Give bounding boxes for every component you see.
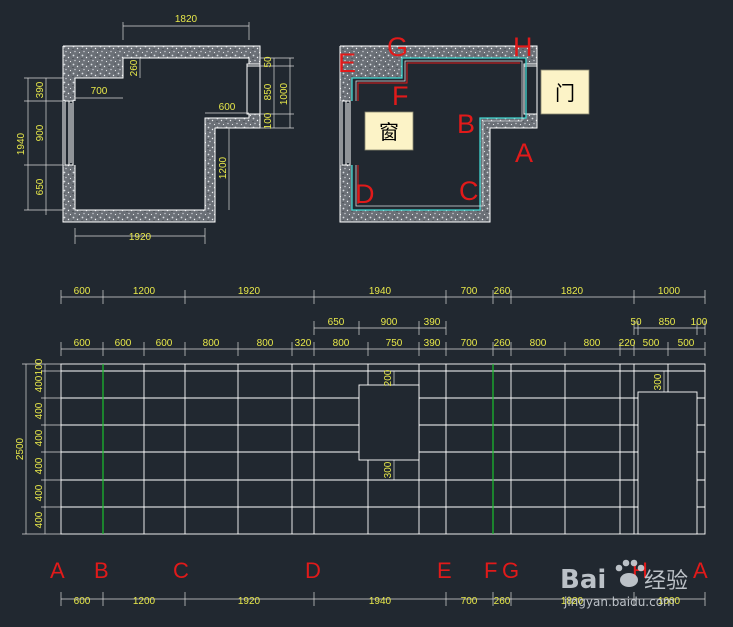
elev-row3-7: 750 [386, 338, 403, 349]
elev-row1-1: 1200 [133, 286, 156, 297]
elev-row2-2: 390 [424, 317, 441, 328]
point-label-b: B [457, 109, 475, 139]
elev-letter-d: D [305, 558, 321, 583]
watermark-brand-prefix: Bai [560, 565, 606, 595]
dim-inner-260: 260 [129, 59, 140, 76]
door-dim-top: 300 [653, 373, 664, 390]
elev-row2-1: 900 [381, 317, 398, 328]
dim-right-1000: 1000 [279, 82, 290, 105]
window-opening [358, 384, 420, 461]
paw-icon [615, 559, 645, 587]
dim-left-upper: 390 [35, 81, 46, 98]
point-label-d: D [355, 179, 375, 209]
elev-bottom-1: 1200 [133, 596, 156, 607]
dim-top-width: 1820 [175, 14, 198, 25]
dim-right-50: 50 [263, 56, 274, 68]
elev-left-4: 400 [34, 457, 45, 474]
elev-row3-13: 220 [619, 338, 636, 349]
elev-row3-11: 800 [530, 338, 547, 349]
watermark: Bai 经验 jingyan.baidu.com [560, 559, 688, 609]
elev-row3-3: 800 [203, 338, 220, 349]
watermark-url: jingyan.baidu.com [563, 595, 675, 609]
dim-inner-600: 600 [219, 102, 236, 113]
elev-row3-6: 800 [333, 338, 350, 349]
elev-row2-5: 100 [691, 317, 708, 328]
dim-left-mid: 900 [35, 124, 46, 141]
elev-letter-e: E [437, 558, 452, 583]
window-dim-top: 200 [383, 369, 394, 386]
elev-left-6: 400 [34, 511, 45, 528]
point-label-h: H [513, 32, 533, 62]
window-tag-box [364, 111, 414, 151]
door-tag: 门 [555, 81, 575, 105]
elev-row3-10: 260 [494, 338, 511, 349]
elev-row1-0: 600 [74, 286, 91, 297]
elev-row3-9: 700 [461, 338, 478, 349]
dim-bottom-width: 1920 [129, 232, 152, 243]
point-label-g: G [387, 32, 408, 62]
elev-row3-1: 600 [115, 338, 132, 349]
elev-bottom-6: 1820 [561, 596, 584, 607]
elev-row3-4: 800 [257, 338, 274, 349]
elev-letter-g: G [502, 558, 519, 583]
elev-bottom-0: 600 [74, 596, 91, 607]
elev-row1-5: 260 [494, 286, 511, 297]
elev-left-5: 400 [34, 484, 45, 501]
floor-plan-labeled: E G H F B A D C 窗 门 [338, 32, 590, 223]
elev-row1-7: 1000 [658, 286, 681, 297]
plan2-walls [340, 46, 537, 222]
elev-row3-0: 600 [74, 338, 91, 349]
elev-left-total: 2500 [15, 437, 26, 460]
floor-plan-dimensioned: 1820 390 1940 900 650 700 260 600 50 850… [16, 14, 294, 244]
elev-row1-4: 700 [461, 286, 478, 297]
elevation-dim-lines [22, 290, 706, 606]
elev-letter-f: F [484, 558, 497, 583]
elev-letter-c: C [173, 558, 189, 583]
elev-row2-0: 650 [328, 317, 345, 328]
elev-row3-8: 390 [424, 338, 441, 349]
elev-row2-3: 50 [630, 317, 642, 328]
elev-bottom-7: 1000 [658, 596, 681, 607]
point-label-e: E [338, 48, 356, 78]
window-dim-bottom: 300 [383, 461, 394, 478]
elev-row3-15: 500 [678, 338, 695, 349]
elev-letter-b: B [94, 558, 109, 583]
elev-bottom-2: 1920 [238, 596, 261, 607]
elev-left-0: 100 [34, 358, 45, 375]
point-label-f: F [392, 81, 409, 111]
door-opening [637, 391, 698, 535]
dim-left-total: 1940 [16, 132, 27, 155]
door-tag-box [540, 69, 590, 115]
elev-row3-5: 320 [295, 338, 312, 349]
elev-row3-14: 500 [643, 338, 660, 349]
dim-left-lower: 650 [35, 178, 46, 195]
plan1-walls [63, 46, 260, 222]
elev-left-3: 400 [34, 429, 45, 446]
elev-bottom-4: 700 [461, 596, 478, 607]
dim-inner-700: 700 [91, 86, 108, 97]
elev-row1-2: 1920 [238, 286, 261, 297]
elev-row3-12: 800 [584, 338, 601, 349]
elev-letter-a-end: A [693, 558, 708, 583]
elev-row1-3: 1940 [369, 286, 392, 297]
watermark-brand-suffix: 经验 [644, 569, 688, 594]
elev-row2-4: 850 [659, 317, 676, 328]
dim-right-1200: 1200 [218, 156, 229, 179]
dim-right-100: 100 [263, 112, 274, 129]
window-tag: 窗 [379, 120, 399, 144]
elev-bottom-5: 260 [494, 596, 511, 607]
elev-left-1: 400 [34, 375, 45, 392]
elev-bottom-3: 1940 [369, 596, 392, 607]
elev-row1-6: 1820 [561, 286, 584, 297]
elev-left-2: 400 [34, 402, 45, 419]
point-label-a: A [515, 138, 533, 168]
elev-letter-a-start: A [50, 558, 65, 583]
point-label-c: C [459, 176, 479, 206]
elev-row3-2: 600 [156, 338, 173, 349]
dim-right-850: 850 [263, 83, 274, 100]
wall-elevation: 600 1200 1920 1940 700 260 1820 1000 650… [15, 286, 708, 607]
